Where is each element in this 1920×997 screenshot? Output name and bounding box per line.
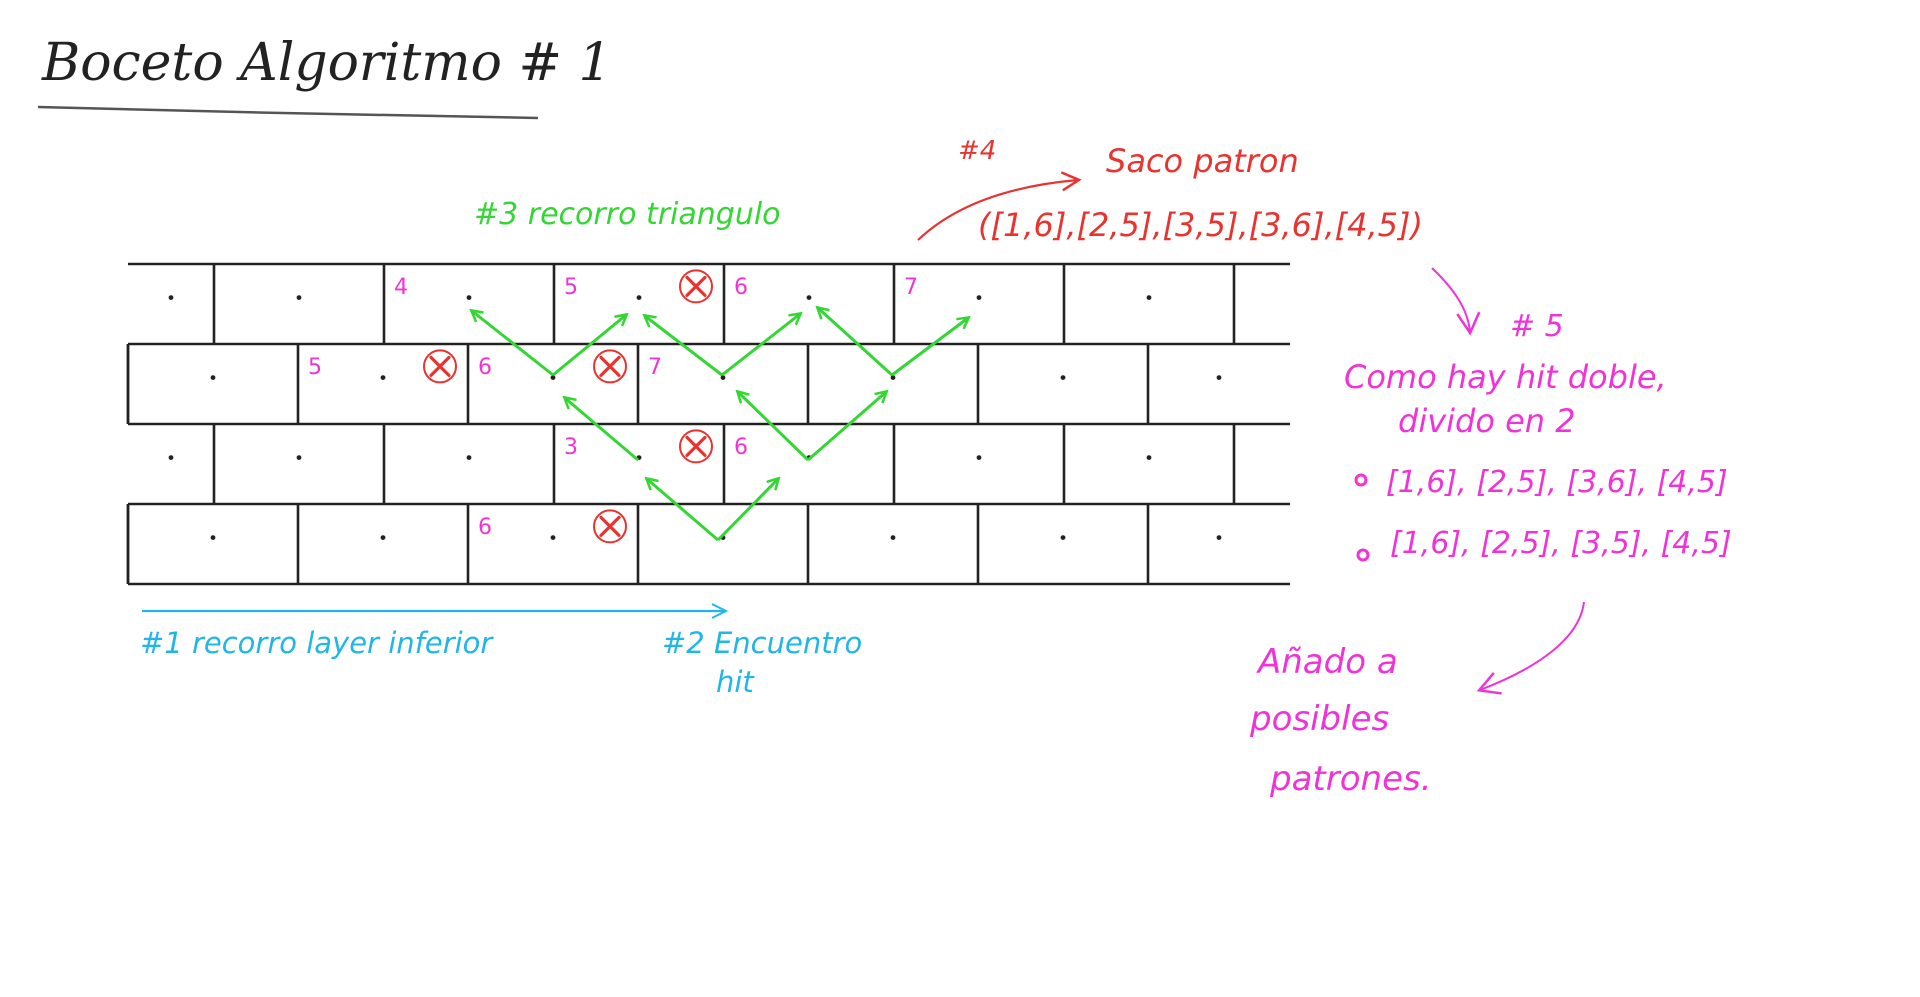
hit-center-dot (466, 455, 472, 460)
hit-center-dot (636, 295, 642, 300)
hit-center-dot (890, 535, 896, 540)
step2-label-hit: hit (716, 665, 755, 699)
hit-center-dot (210, 535, 216, 540)
hit-center-dot (380, 375, 386, 380)
step1-label: #1 recorro layer inferior (140, 626, 494, 660)
final-line3: patrones. (1269, 759, 1432, 799)
step4-number: #4 (958, 136, 996, 166)
arrow-icon (891, 318, 968, 377)
hit-center-dot (976, 455, 982, 460)
arrow-icon (917, 171, 1082, 241)
hit-center-dot (1216, 535, 1222, 540)
cell-number-label: 7 (904, 275, 918, 300)
cell-number-label: 6 (478, 355, 492, 380)
arrow-icon (645, 316, 723, 377)
cell-number-label: 5 (564, 275, 578, 300)
circled-x-icon (423, 349, 457, 384)
cell-number-label: 7 (648, 355, 662, 380)
step5-line1: Como hay hit doble, (1344, 358, 1667, 396)
arrow-icon (818, 308, 894, 377)
hit-center-dot (210, 375, 216, 380)
hit-center-dot (1060, 535, 1066, 540)
circled-x-icon (679, 269, 713, 304)
step5-bullet1: [1,6], [2,5], [3,6], [4,5] (1386, 465, 1728, 500)
hit-center-dot (720, 375, 726, 380)
arrow-icon (1476, 601, 1585, 695)
title-underline (37, 105, 539, 120)
arrow-icon (738, 392, 810, 462)
hit-center-dot (1146, 295, 1152, 300)
final-line1: Añado a (1256, 642, 1398, 682)
cell-number-label: 4 (394, 275, 408, 300)
brick-layers: 4 5 6 7 5 6 7 3 6 6 (126, 262, 1290, 586)
cell-number-label: 3 (564, 435, 578, 460)
hit-center-dot (1060, 375, 1066, 380)
hit-center-dot (890, 375, 896, 380)
cell-number-label: 6 (734, 435, 748, 460)
step5-bullet2: [1,6], [2,5], [3,5], [4,5] (1390, 526, 1732, 561)
cell-number-label: 6 (478, 515, 492, 540)
hit-center-dot (466, 295, 472, 300)
bullet-icon (1354, 473, 1368, 487)
cell-number-label: 5 (308, 355, 322, 380)
bullet-icon (1356, 548, 1370, 562)
hit-center-dot (976, 295, 982, 300)
circled-x-icon (679, 429, 713, 464)
page-title: Boceto Algoritmo # 1 (41, 33, 612, 93)
hit-center-dot (550, 535, 556, 540)
hit-center-dot (1146, 455, 1152, 460)
step5-line2: divido en 2 (1398, 402, 1576, 440)
hit-center-dot (296, 295, 302, 300)
step4-label: Saco patron (1106, 142, 1299, 180)
arrow-icon (647, 479, 719, 542)
circled-x-icon (593, 509, 627, 544)
arrow-icon (807, 392, 886, 462)
hit-center-dot (550, 375, 556, 380)
arrow-icon (716, 479, 778, 542)
hit-center-dot (168, 455, 174, 460)
arrow-icon (552, 315, 626, 377)
final-line2: posibles (1249, 699, 1389, 739)
arrow-icon (721, 314, 800, 377)
hit-center-dot (296, 455, 302, 460)
arrow-icon (565, 398, 639, 462)
triangle-traversal-arrows (472, 308, 968, 542)
arrow-icon (472, 311, 554, 377)
arrow-icon (1431, 267, 1481, 336)
cell-number-label: 6 (734, 275, 748, 300)
circled-x-icon (593, 349, 627, 384)
hit-center-dot (1216, 375, 1222, 380)
hit-center-dot (168, 295, 174, 300)
hit-center-dot (380, 535, 386, 540)
step5-number: # 5 (1510, 309, 1564, 344)
hit-center-dot (806, 295, 812, 300)
step4-pattern: ([1,6],[2,5],[3,5],[3,6],[4,5]) (978, 206, 1423, 244)
step3-label: #3 recorro triangulo (474, 197, 781, 232)
step2-label: #2 Encuentro (662, 626, 862, 660)
